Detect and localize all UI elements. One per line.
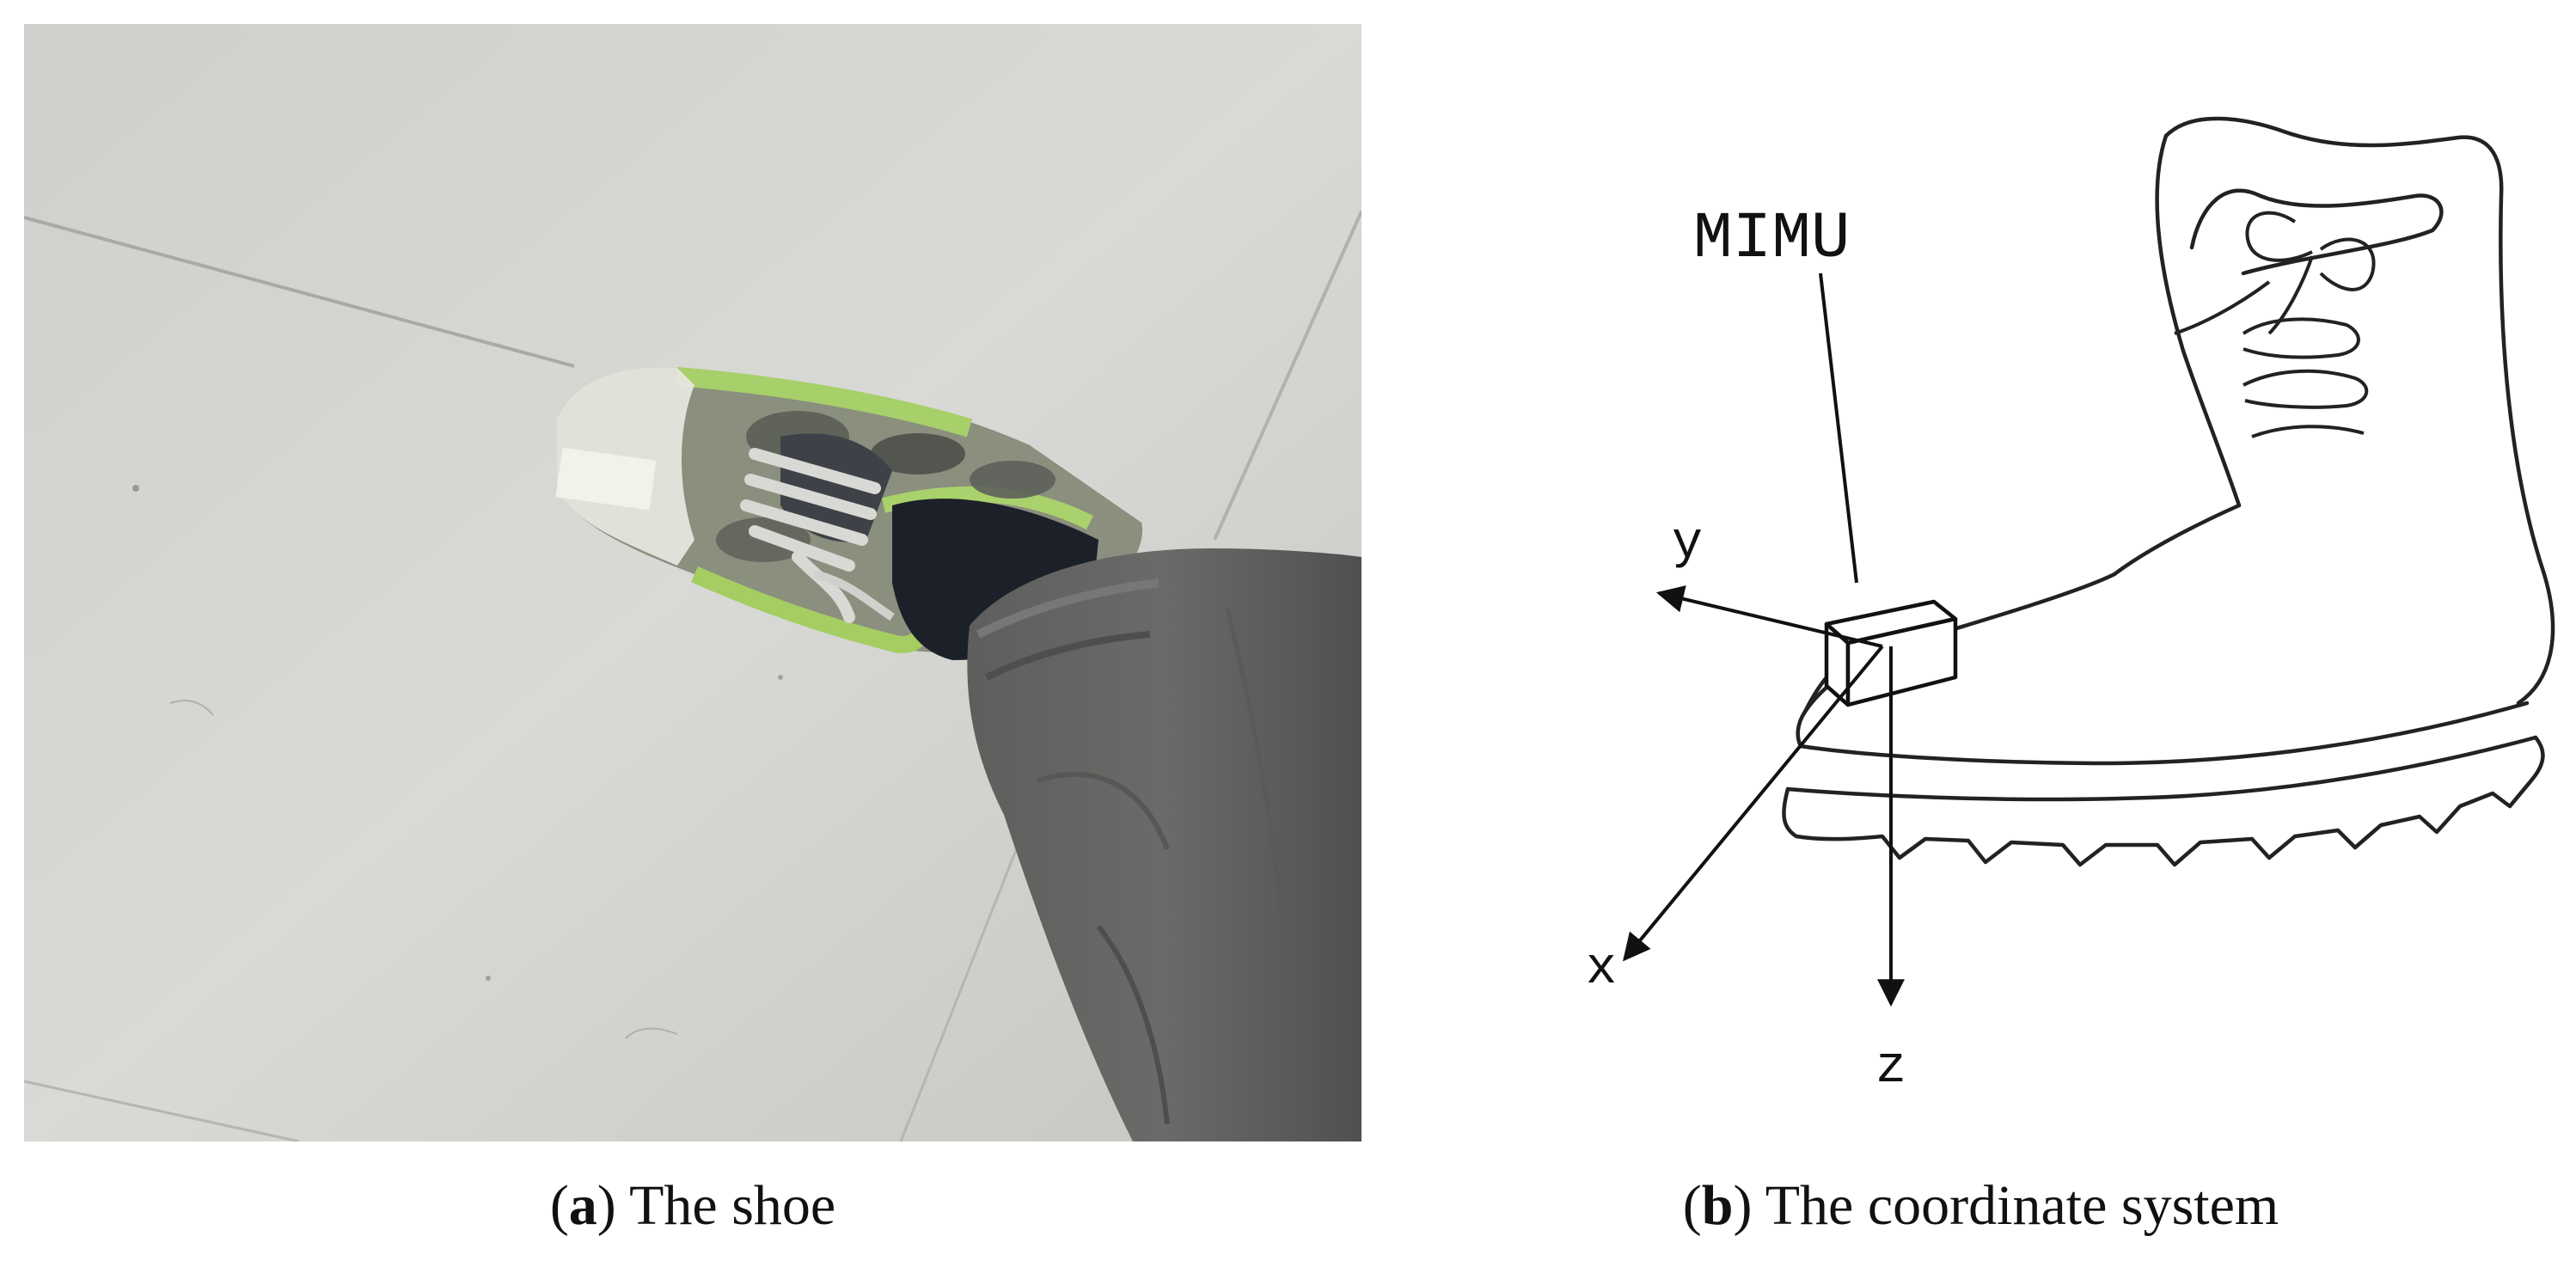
coordinate-system-drawing: MIMU y x z	[1586, 116, 2555, 1098]
boot-laces	[2174, 211, 2376, 438]
caption-a-text: The shoe	[615, 1174, 836, 1237]
floor-mark	[778, 675, 783, 680]
floor-mark	[625, 1027, 678, 1039]
shoe-photo	[24, 24, 1361, 1141]
boot-outline	[1782, 116, 2555, 867]
floor-mark	[169, 700, 214, 716]
mimu-leader-line	[1819, 272, 1858, 584]
caption-a: (a) The shoe	[549, 1174, 836, 1237]
shoe-photo-drawing	[24, 24, 1361, 1141]
tile-seam	[24, 1080, 300, 1141]
z-axis-label: z	[1875, 1039, 1906, 1098]
floor-mark	[486, 976, 491, 981]
caption-a-letter: a	[568, 1174, 597, 1237]
y-axis-label: y	[1672, 515, 1703, 573]
x-axis-label: x	[1586, 940, 1617, 999]
tile-seam	[1213, 211, 1361, 541]
caption-b-letter: b	[1701, 1174, 1734, 1237]
y-axis-arrow	[1655, 585, 1883, 648]
caption-b: (b) The coordinate system	[1682, 1174, 2279, 1237]
mimu-box	[1824, 599, 1958, 707]
tile-seam	[24, 216, 575, 368]
pant-leg	[967, 548, 1361, 1141]
caption-b-text: The coordinate system	[1752, 1174, 2279, 1237]
x-axis-arrow	[1622, 645, 1884, 962]
floor-mark	[132, 485, 139, 492]
coordinate-system-diagram: MIMU y x z	[1375, 24, 2561, 1141]
mimu-label: MIMU	[1693, 202, 1850, 276]
